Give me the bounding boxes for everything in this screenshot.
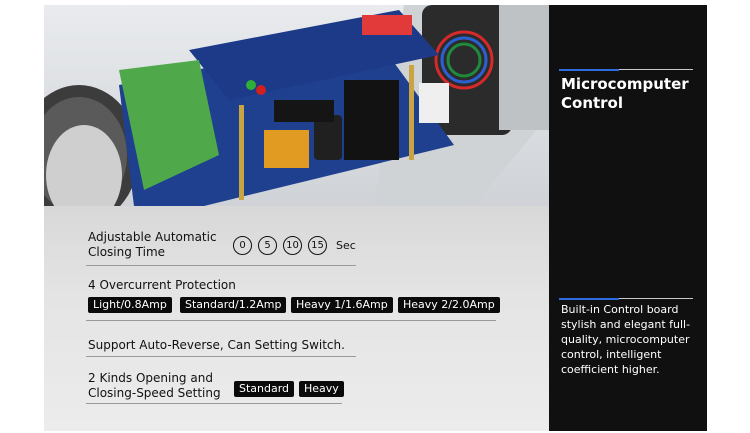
divider <box>86 356 356 357</box>
description-rule-accent <box>559 298 619 300</box>
speed-setting-label: 2 Kinds Opening and Closing-Speed Settin… <box>88 371 221 400</box>
title-rule-accent <box>559 69 619 71</box>
product-photo <box>44 5 549 206</box>
closing-time-unit: Sec <box>336 239 356 252</box>
closing-time-option-0: 0 <box>233 236 252 255</box>
auto-reverse-label: Support Auto-Reverse, Can Setting Switch… <box>88 338 345 352</box>
closing-time-option-15: 15 <box>308 236 327 255</box>
sidebar-title: Microcomputer Control <box>561 75 689 112</box>
overcurrent-label: 4 Overcurrent Protection <box>88 278 236 292</box>
divider <box>86 320 496 321</box>
sidebar-description: Built-in Control board stylish and elega… <box>561 303 691 376</box>
closing-time-label: Adjustable Automatic Closing Time <box>88 230 217 259</box>
title-rule <box>559 69 693 70</box>
divider <box>86 403 342 404</box>
divider <box>86 265 356 266</box>
description-rule <box>559 298 693 299</box>
closing-time-option-5: 5 <box>258 236 277 255</box>
overcurrent-level-light: Light/0.8Amp <box>88 297 172 313</box>
sidebar-panel: Microcomputer Control Built-in Control b… <box>549 5 707 431</box>
circuit-board-illustration <box>44 5 549 206</box>
speed-option-standard: Standard <box>234 381 295 397</box>
overcurrent-level-standard: Standard/1.2Amp <box>180 297 287 313</box>
closing-time-option-10: 10 <box>283 236 302 255</box>
speed-option-heavy: Heavy <box>299 381 344 397</box>
overcurrent-level-heavy-1: Heavy 1/1.6Amp <box>291 297 393 313</box>
overcurrent-level-heavy-2: Heavy 2/2.0Amp <box>398 297 500 313</box>
